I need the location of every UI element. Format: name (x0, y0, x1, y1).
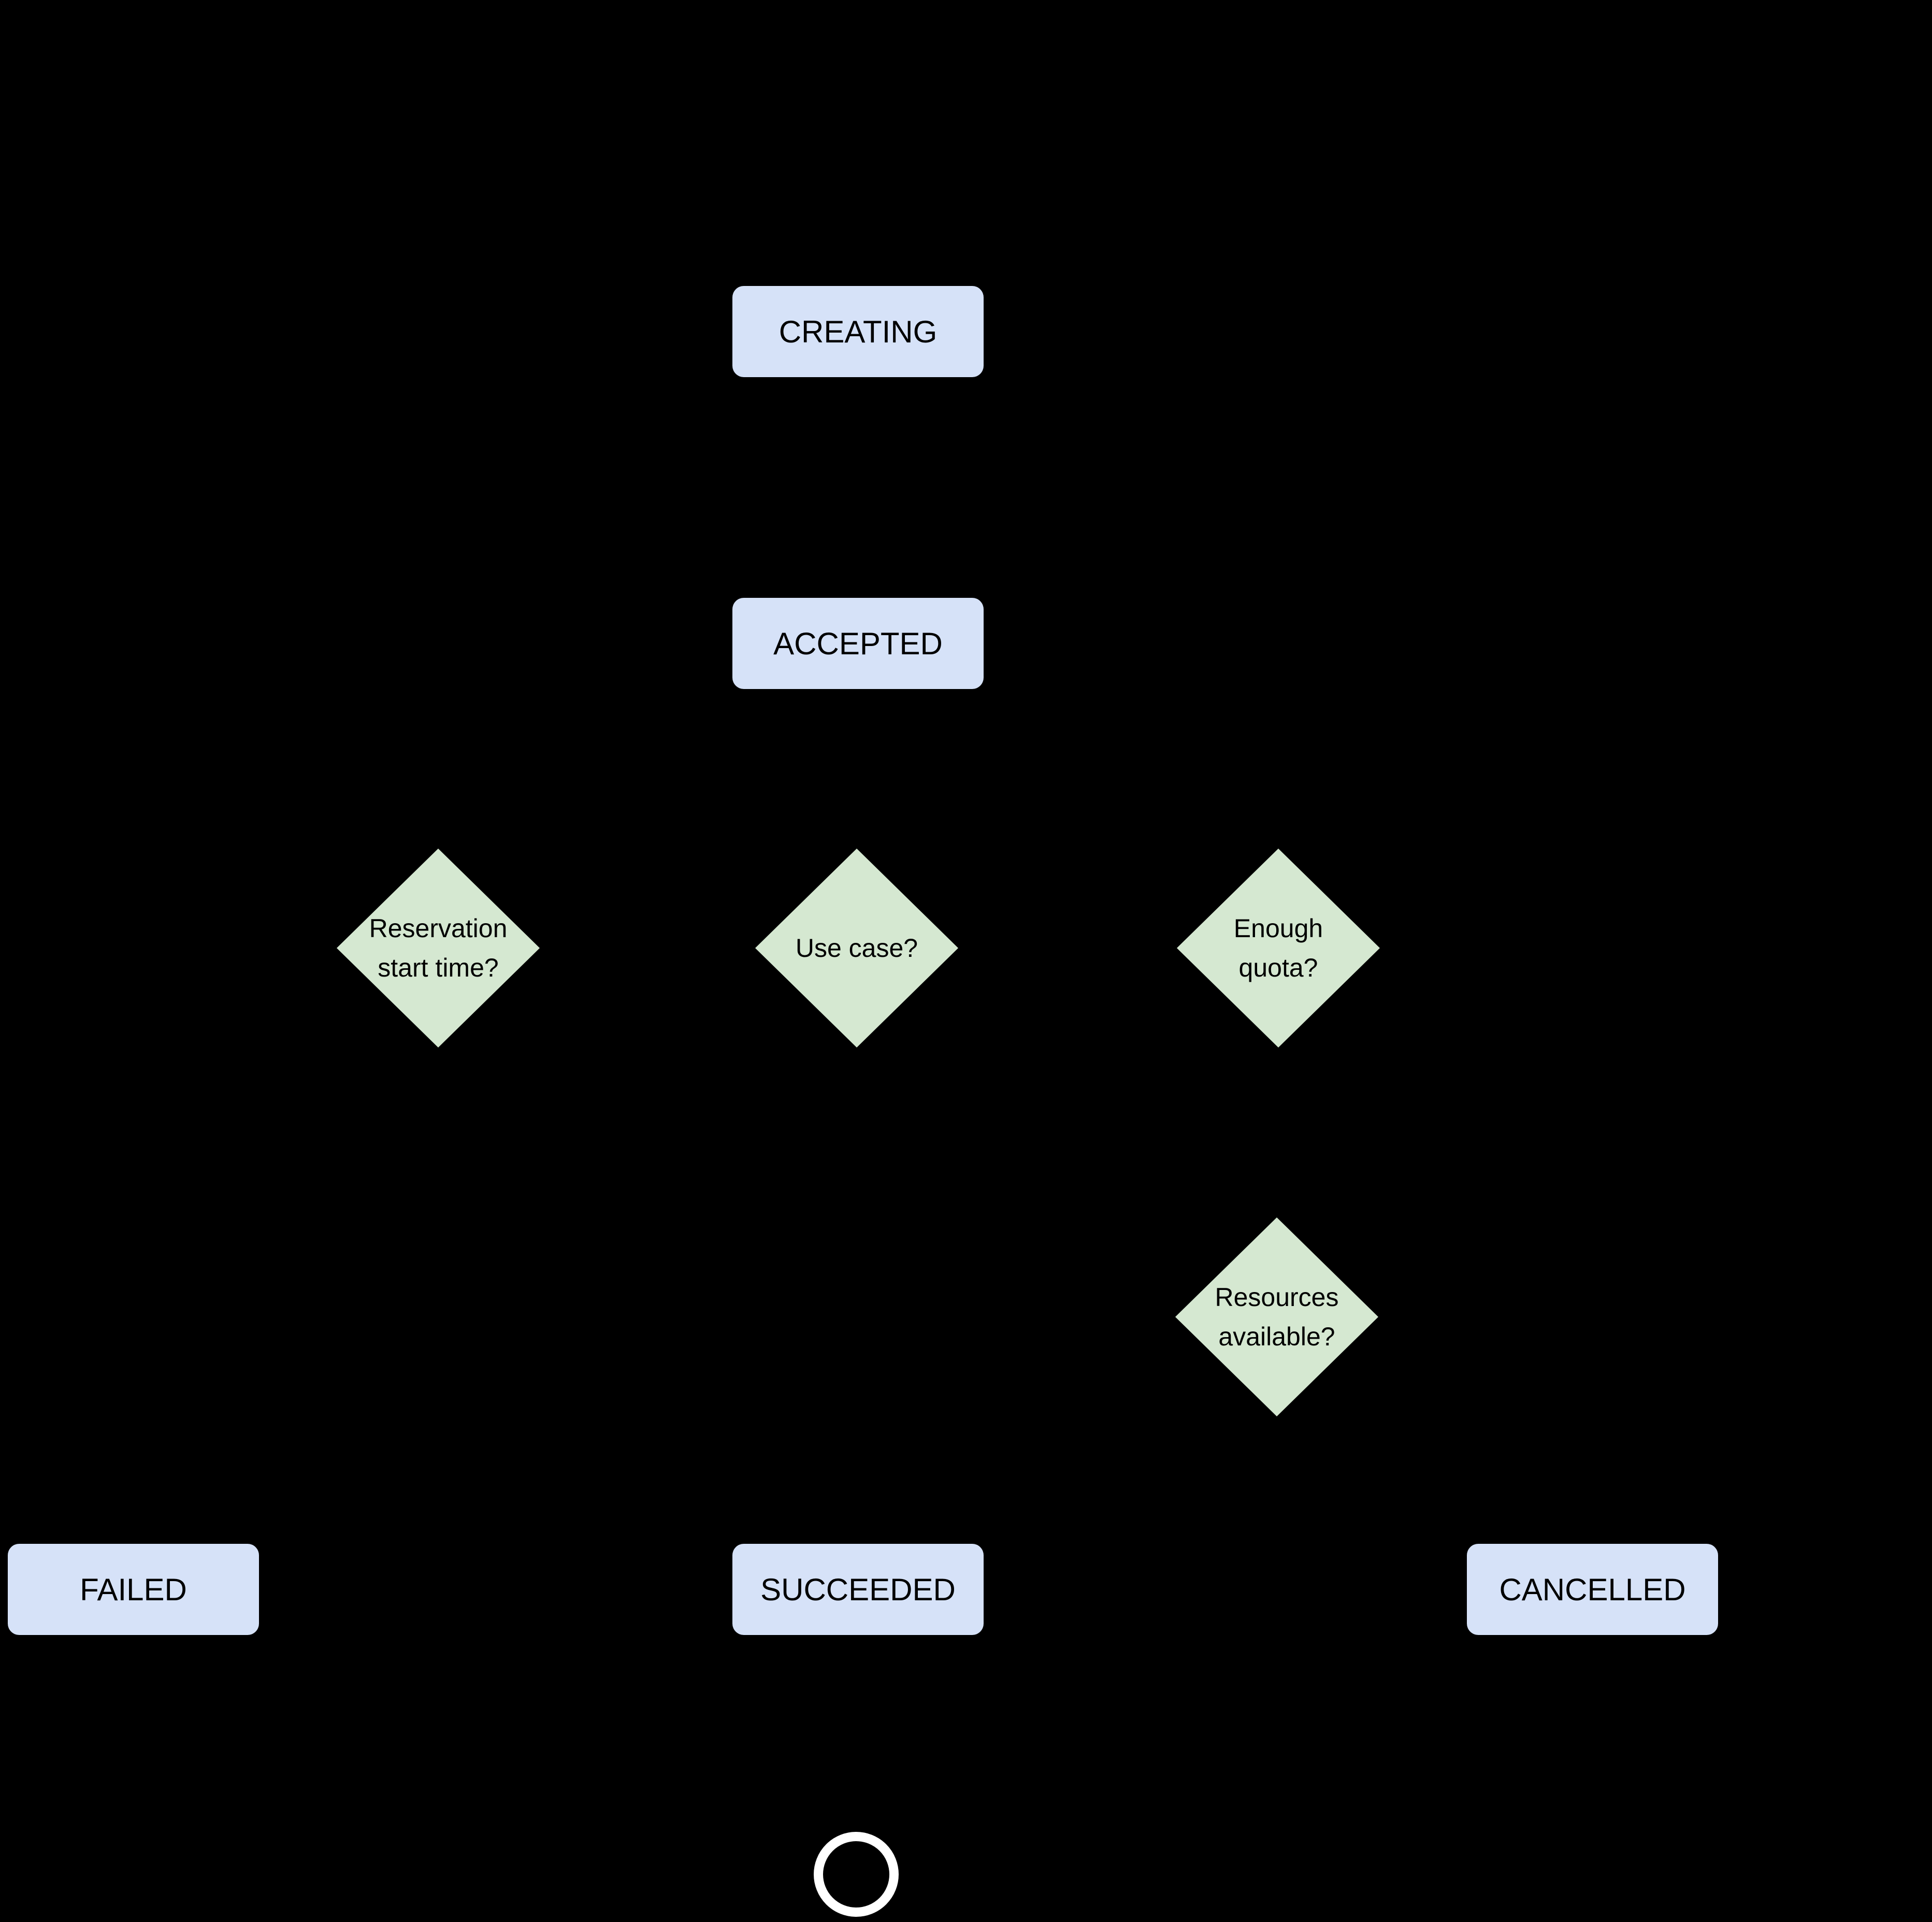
state-label-cancelled: CANCELLED (1499, 1572, 1686, 1607)
decision-label-line: start time? (378, 953, 499, 982)
state-node-creating: CREATING (732, 286, 984, 377)
state-node-cancelled: CANCELLED (1467, 1544, 1718, 1635)
state-node-failed: FAILED (8, 1544, 259, 1635)
state-node-succeeded: SUCCEEDED (732, 1544, 984, 1635)
decision-label-line: Enough (1233, 914, 1323, 943)
state-label-succeeded: SUCCEEDED (760, 1572, 956, 1607)
decision-node-use-case: Use case? (755, 849, 958, 1048)
decision-node-reservation-start-time: Reservation start time? (337, 849, 540, 1048)
end-state-circle-icon (814, 1832, 899, 1917)
decision-label-line: Reservation (369, 914, 508, 943)
decision-label-line: quota? (1238, 953, 1318, 982)
state-label-creating: CREATING (778, 314, 938, 349)
decision-label-line: Resources (1215, 1283, 1339, 1312)
decision-node-enough-quota: Enough quota? (1177, 849, 1380, 1048)
state-label-accepted: ACCEPTED (773, 626, 943, 661)
decision-label-line: Use case? (795, 934, 918, 963)
state-node-accepted: ACCEPTED (732, 598, 984, 689)
state-label-failed: FAILED (80, 1572, 187, 1607)
decision-node-resources-available: Resources available? (1175, 1217, 1378, 1416)
decision-label-line: available? (1218, 1322, 1335, 1351)
